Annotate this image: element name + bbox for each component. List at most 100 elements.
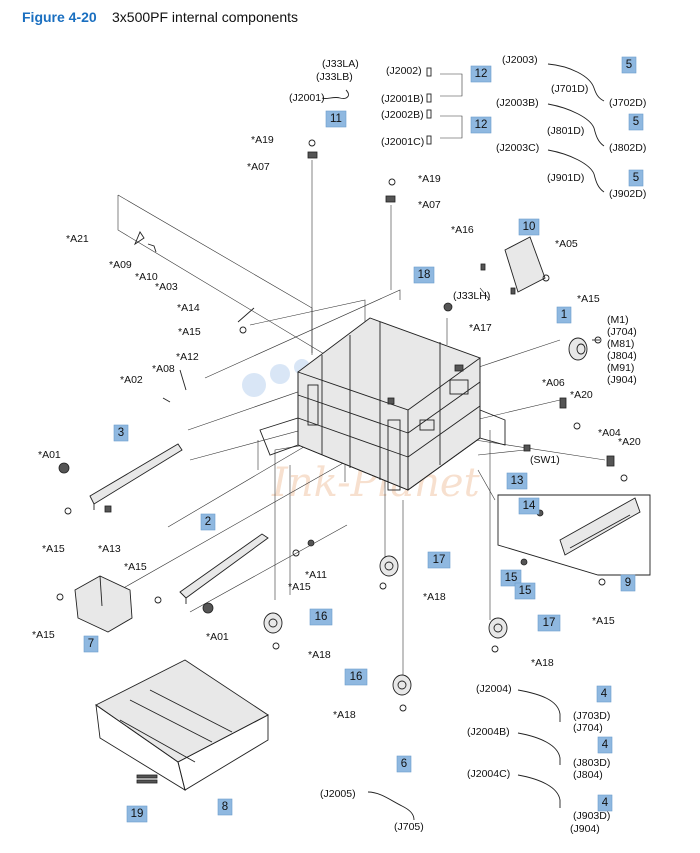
svg-text:*A01: *A01 [206, 631, 229, 643]
svg-text:(J2003B): (J2003B) [496, 97, 539, 109]
callout-10: 10 [518, 218, 540, 236]
svg-text:15: 15 [519, 585, 532, 597]
svg-text:(J702D): (J702D) [609, 97, 646, 109]
callout-11: 11 [325, 110, 347, 128]
svg-text:4: 4 [602, 797, 609, 809]
svg-text:(SW1): (SW1) [530, 454, 560, 466]
svg-text:3: 3 [118, 427, 124, 439]
svg-text:(J904): (J904) [570, 823, 600, 835]
svg-text:7: 7 [88, 638, 94, 650]
svg-text:(J2002B): (J2002B) [381, 109, 424, 121]
callout-2: 2 [200, 513, 216, 531]
svg-text:16: 16 [315, 611, 328, 623]
svg-text:(J33LB): (J33LB) [316, 71, 353, 83]
svg-text:2: 2 [205, 516, 211, 528]
svg-text:*A08: *A08 [152, 363, 175, 375]
callout-12a: 12 [470, 65, 492, 83]
svg-text:*A06: *A06 [542, 377, 565, 389]
svg-text:*A18: *A18 [423, 591, 446, 603]
svg-text:(J901D): (J901D) [547, 172, 584, 184]
svg-text:8: 8 [222, 801, 228, 813]
svg-text:1: 1 [561, 309, 567, 321]
svg-text:*A07: *A07 [247, 161, 270, 173]
callout-4c: 4 [597, 794, 613, 812]
svg-text:(M91): (M91) [607, 362, 634, 374]
svg-text:4: 4 [602, 739, 609, 751]
svg-text:(J704): (J704) [573, 722, 603, 734]
svg-text:(J2004B): (J2004B) [467, 726, 510, 738]
svg-text:*A19: *A19 [251, 134, 274, 146]
svg-text:12: 12 [475, 119, 488, 131]
callout-17b: 17 [537, 614, 561, 632]
svg-text:*A15: *A15 [577, 293, 600, 305]
svg-text:*A15: *A15 [32, 629, 55, 641]
svg-text:*A21: *A21 [66, 233, 89, 245]
paper-feeder-frame [259, 317, 506, 491]
svg-text:*A18: *A18 [333, 709, 356, 721]
svg-text:(J2001C): (J2001C) [381, 136, 424, 148]
svg-text:(J2004C): (J2004C) [467, 768, 510, 780]
connector-labels: (J33LA) (J33LB) (J2001) (J2002) (J2001B)… [289, 54, 646, 835]
svg-text:*A11: *A11 [305, 569, 327, 581]
screws [56, 139, 628, 712]
svg-text:*A13: *A13 [98, 543, 121, 555]
svg-text:6: 6 [401, 758, 407, 770]
svg-text:*A17: *A17 [469, 322, 492, 334]
callout-13: 13 [506, 472, 528, 490]
callout-5b: 5 [628, 113, 644, 131]
svg-text:15: 15 [505, 572, 518, 584]
svg-text:*A14: *A14 [177, 302, 200, 314]
svg-text:18: 18 [418, 269, 431, 281]
svg-text:14: 14 [523, 500, 536, 512]
svg-text:*A15: *A15 [178, 326, 201, 338]
svg-text:*A20: *A20 [570, 389, 593, 401]
svg-text:(M1): (M1) [607, 314, 629, 326]
paper-tray-8 [95, 659, 269, 791]
svg-text:*A15: *A15 [42, 543, 65, 555]
svg-text:(J802D): (J802D) [609, 142, 646, 154]
rail-3 [89, 443, 183, 510]
figure-label: Figure 4-20 [22, 9, 97, 25]
callout-8: 8 [217, 798, 233, 816]
svg-text:9: 9 [625, 577, 631, 589]
svg-text:(J705): (J705) [394, 821, 424, 833]
svg-text:*A20: *A20 [618, 436, 641, 448]
callout-15a: 15 [500, 569, 522, 587]
svg-text:4: 4 [601, 688, 608, 700]
svg-text:(J801D): (J801D) [547, 125, 584, 137]
bracket-7 [74, 575, 133, 633]
svg-text:*A03: *A03 [155, 281, 178, 293]
svg-text:(J804): (J804) [607, 350, 637, 362]
cable-11 [321, 89, 349, 100]
cables-5 [547, 63, 605, 193]
callout-16a: 16 [309, 608, 333, 626]
svg-text:(J2004): (J2004) [476, 683, 512, 695]
svg-text:*A02: *A02 [120, 374, 143, 386]
svg-text:17: 17 [543, 617, 556, 629]
svg-text:(J703D): (J703D) [573, 710, 610, 722]
svg-text:(J701D): (J701D) [551, 83, 588, 95]
callout-16b: 16 [344, 668, 368, 686]
svg-text:11: 11 [330, 113, 342, 125]
casters [263, 555, 508, 696]
board-10 [504, 236, 546, 293]
svg-text:*A05: *A05 [555, 238, 578, 250]
callout-5c: 5 [628, 169, 644, 187]
callout-7: 7 [83, 635, 99, 653]
svg-text:*A19: *A19 [418, 173, 441, 185]
callout-12b: 12 [470, 116, 492, 134]
callout-19: 19 [126, 805, 148, 823]
callout-6: 6 [396, 755, 412, 773]
cable-6 [367, 791, 415, 821]
callout-1: 1 [556, 306, 572, 324]
cables-12 [426, 67, 463, 145]
svg-text:(J2002): (J2002) [386, 65, 422, 77]
callout-5a: 5 [621, 56, 637, 74]
svg-text:(J2005): (J2005) [320, 788, 356, 800]
motor-1 [568, 337, 600, 361]
svg-text:*A10: *A10 [135, 271, 158, 283]
svg-text:*A09: *A09 [109, 259, 132, 271]
svg-text:(J904): (J904) [607, 374, 637, 386]
svg-text:(J704): (J704) [607, 326, 637, 338]
rail-2 [179, 533, 269, 604]
